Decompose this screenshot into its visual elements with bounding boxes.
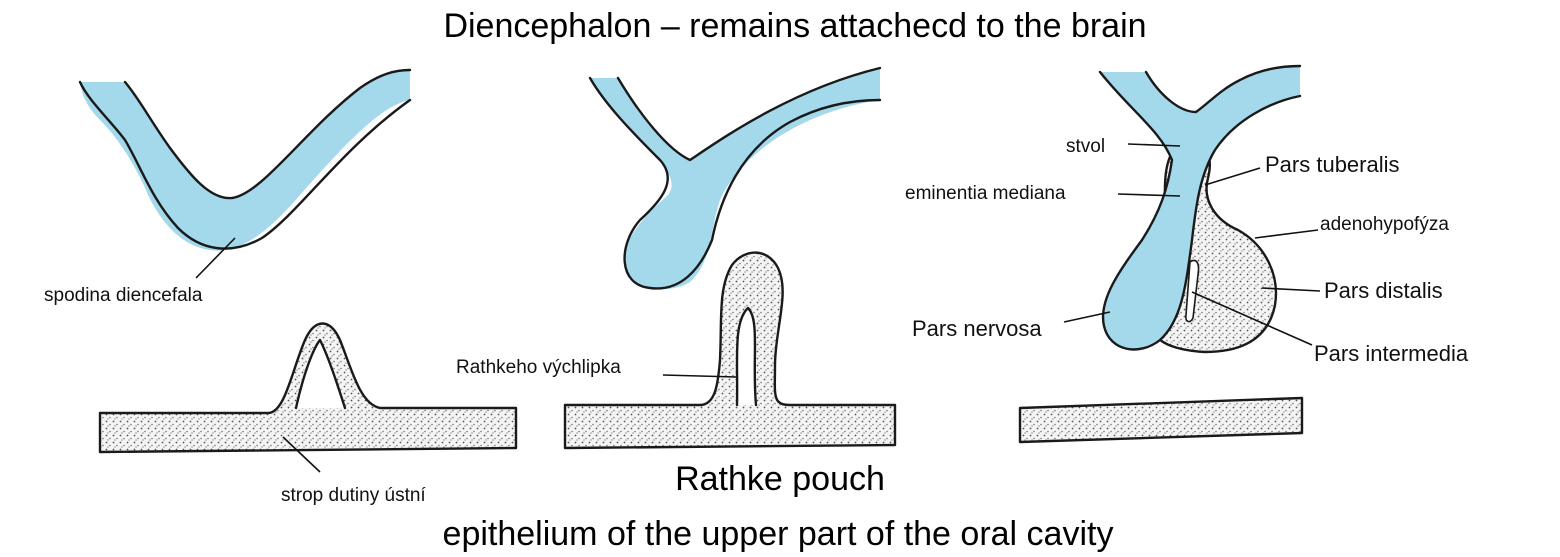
diencephalon-floor-1 — [80, 70, 410, 251]
label-pars-distalis: Pars distalis — [1324, 278, 1443, 303]
caption-rathke-pouch: Rathke pouch — [675, 460, 885, 498]
label-pars-intermedia: Pars intermedia — [1314, 341, 1469, 366]
label-spodina-diencefala: spodina diencefala — [44, 285, 203, 306]
label-pars-tuberalis: Pars tuberalis — [1265, 152, 1400, 177]
panel-middle-stage: Rathkeho výchlipka — [456, 68, 895, 448]
label-pars-nervosa: Pars nervosa — [912, 316, 1042, 341]
label-adenohypofyza: adenohypofýza — [1320, 214, 1449, 235]
caption-epithelium: epithelium of the upper part of the oral… — [443, 515, 1114, 553]
oral-epithelium-3 — [1020, 398, 1302, 442]
panel-final-stage: stvol eminentia mediana Pars tuberalis a… — [905, 66, 1469, 442]
label-stvol: stvol — [1066, 136, 1105, 157]
label-strop-dutiny: strop dutiny ústní — [281, 485, 426, 506]
label-rathkeho-vychlipka: Rathkeho výchlipka — [456, 357, 621, 378]
label-eminentia-mediana: eminentia mediana — [905, 183, 1066, 204]
panel-early-stage: spodina diencefala strop dutiny ústní — [44, 70, 516, 506]
rathke-pouch — [565, 253, 895, 448]
diagram-title: Diencephalon – remains attachecd to the … — [443, 7, 1146, 45]
